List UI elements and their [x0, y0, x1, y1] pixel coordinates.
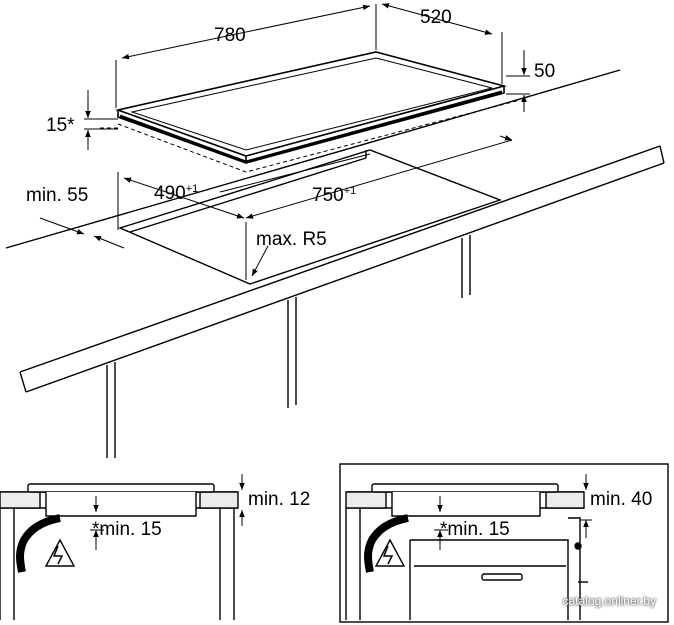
dimension-lines — [39, 3, 530, 280]
right-top-clearance: min. 40 — [590, 489, 653, 510]
dim-hob-height: 50 — [534, 61, 556, 82]
detail-left — [0, 474, 245, 620]
right-below-clearance: *min. 15 — [440, 519, 510, 540]
cabinet-legs — [106, 235, 471, 458]
dim-cutout-depth: 490+1 — [154, 183, 199, 204]
worktop — [5, 69, 665, 393]
dim-hob-width: 780 — [214, 25, 246, 46]
watermark: catalog.onliner.by — [562, 594, 656, 608]
dim-cutout-width: 750+1 — [312, 185, 357, 206]
dim-corner-radius: max. R5 — [256, 229, 327, 250]
cutout-depth-value: 490 — [154, 183, 186, 204]
left-top-clearance: min. 12 — [248, 489, 311, 510]
hob-body — [115, 51, 508, 164]
cutout-outline — [117, 149, 503, 285]
dim-front-min: min. 55 — [26, 185, 89, 206]
hob-seal-dashed — [100, 99, 521, 173]
left-below-clearance: *min. 15 — [92, 519, 162, 540]
dim-hob-depth: 520 — [420, 7, 452, 28]
cutout-depth-tolerance: +1 — [185, 183, 199, 195]
cutout-width-value: 750 — [312, 185, 344, 206]
dim-seal-offset: 15* — [46, 115, 75, 136]
cutout-width-tolerance: +1 — [343, 185, 357, 197]
detail-right — [339, 463, 669, 623]
